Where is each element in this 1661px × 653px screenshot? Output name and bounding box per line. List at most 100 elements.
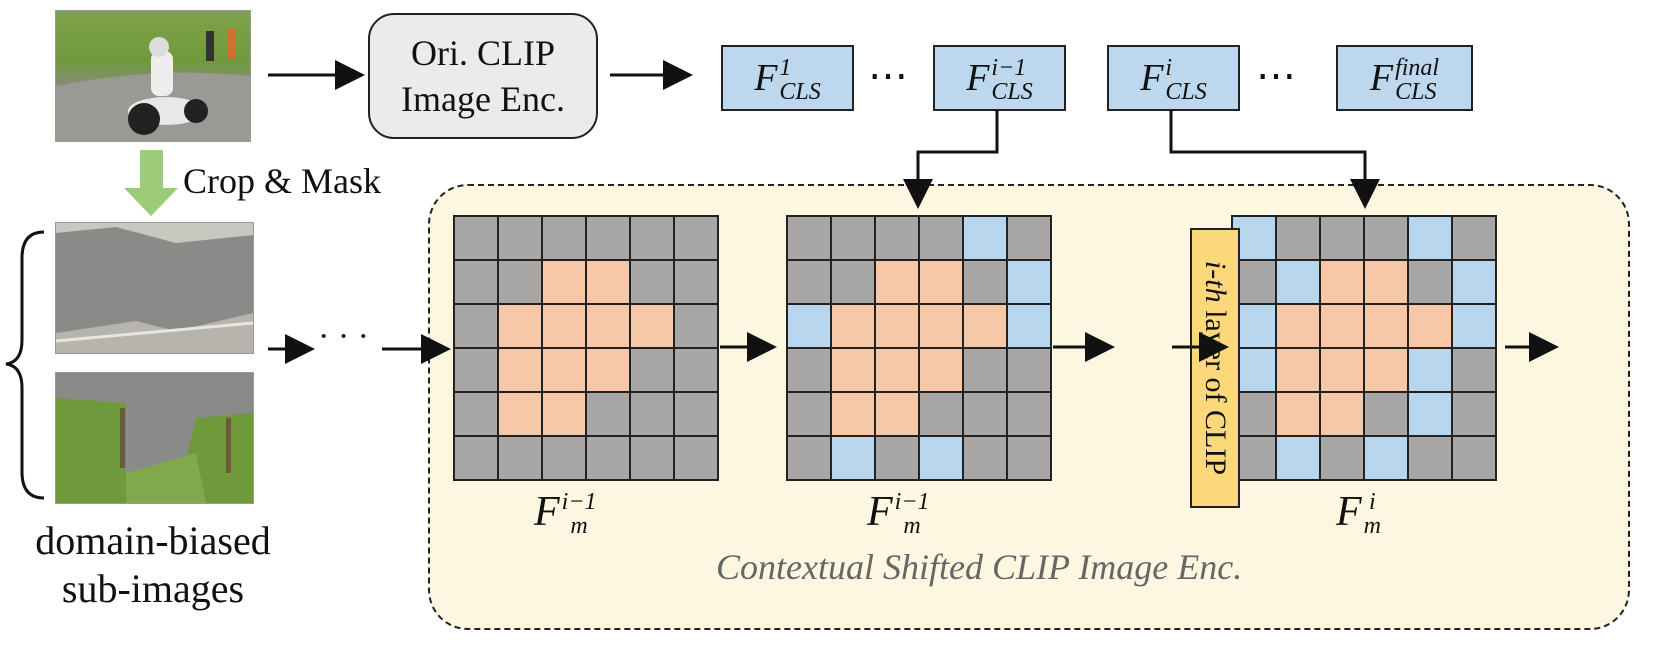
grid-1-cell [543,349,585,391]
feature-grid-3 [1231,215,1497,481]
panel-caption: Contextual Shifted CLIP Image Enc. [716,547,1243,587]
grid-1-label-sup: i−1 [561,489,597,515]
grid-1-cell [455,217,497,259]
grid-3-cell [1453,217,1495,259]
token-1-base: F [754,57,778,99]
sub-image-1-illustration [56,223,253,353]
grid-3-cell [1409,393,1451,435]
grid-1-label-base: F [534,489,560,535]
grid-2-label-sub: m [903,513,921,539]
grid-3-cell [1409,305,1451,347]
grid-1-cell [587,261,629,303]
motorcycle-rider-illustration [56,29,250,141]
grid-2-cell [1008,217,1050,259]
token-4-sup: final [1395,55,1440,81]
grid-1-cell [499,349,541,391]
grid-2-cell [788,217,830,259]
grid-3-cell [1453,305,1495,347]
grid-2-cell [832,217,874,259]
grid-3-cell [1233,217,1275,259]
grid-3-cell [1409,349,1451,391]
token-3-base: F [1140,57,1164,99]
grid-2-cell [920,393,962,435]
grid-3-cell [1233,437,1275,479]
grid-3-cell [1277,349,1319,391]
grid-3-cell [1277,217,1319,259]
token-2-base: F [966,57,990,99]
grid-2-cell [920,349,962,391]
sub-images-label-line-1: domain-biased [35,518,271,563]
feature-grid-1 [453,215,719,481]
grid-1-cell [631,261,673,303]
token-3-sup: i [1165,55,1173,81]
sub-image-1 [55,222,254,354]
grid-2-cell [876,261,918,303]
grid-3-cell [1277,261,1319,303]
grid-2-cell [876,437,918,479]
sub-image-2-illustration [56,398,253,503]
grid-1-cell [631,349,673,391]
grid-2-cell [832,261,874,303]
crop-and-mask-label: Crop & Mask [183,161,381,201]
token-1-sup: 1 [779,55,792,81]
grid-3-cell [1453,261,1495,303]
grid-2-cell [964,261,1006,303]
grid-3-cell [1409,261,1451,303]
grid-3-cell [1233,393,1275,435]
grid-2-cell [964,393,1006,435]
grid-3-cell [1233,349,1275,391]
grid-2-label-sup: i−1 [894,489,930,515]
grid-3-cell [1233,261,1275,303]
grid-3-cell [1365,393,1407,435]
grid-2-cell [876,305,918,347]
grid-2-cell [788,437,830,479]
grid-3-cell [1365,437,1407,479]
grid-1-cell [587,437,629,479]
grid-1-cell [499,305,541,347]
grid-1-cell [499,217,541,259]
grid-2-cell [1008,305,1050,347]
grid-1-cell [455,305,497,347]
grid-2-cell [876,217,918,259]
grid-2-cell [1008,393,1050,435]
grid-2-cell [1008,349,1050,391]
grid-1-cell [543,261,585,303]
grid-1-cell [543,393,585,435]
grid-3-cell [1365,217,1407,259]
grid-1-cell [675,349,717,391]
grid-1-cell [499,261,541,303]
grid-2-cell [788,305,830,347]
input-photo [55,10,251,142]
grid-2-cell [964,349,1006,391]
grid-2-cell [920,261,962,303]
grid-1-cell [675,261,717,303]
grid-1-cell [543,217,585,259]
grid-3-cell [1321,437,1363,479]
grid-3-cell [1277,393,1319,435]
grid-1-cell [455,261,497,303]
token-2-sup: i−1 [991,55,1027,81]
grid-3-cell [1453,349,1495,391]
grid-1-cell [587,393,629,435]
sub-images-label-line-2: sub-images [61,566,245,611]
grid-2-cell [920,305,962,347]
grid-1-cell [675,217,717,259]
grid-1-cell [631,305,673,347]
token-2-sub: CLS [991,79,1033,105]
feature-grid-2 [786,215,1052,481]
grid-2-cell [1008,437,1050,479]
grid-1-cell [499,393,541,435]
grid-1-cell [499,437,541,479]
grid-3-cell [1233,305,1275,347]
grid-3-cell [1409,217,1451,259]
encoder-line-1: Ori. CLIP [411,33,555,73]
grid-1-cell [455,437,497,479]
